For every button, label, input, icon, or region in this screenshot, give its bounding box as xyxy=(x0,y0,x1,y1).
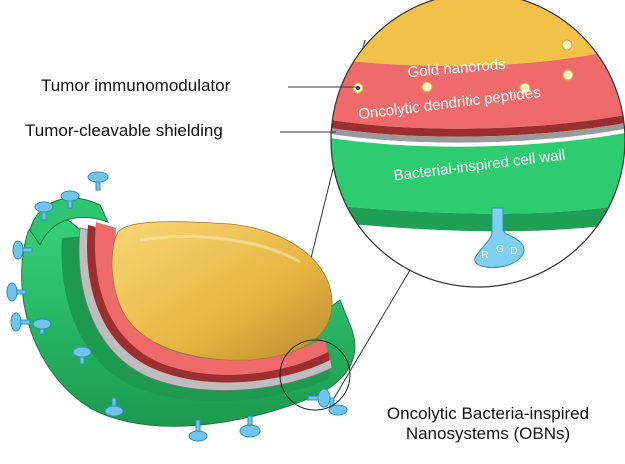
ligand-icon xyxy=(32,318,52,335)
ligand-icon xyxy=(12,240,33,260)
ligand-icon xyxy=(87,171,109,191)
ligand-icon xyxy=(10,312,31,332)
ligand-icon xyxy=(239,415,261,438)
label-obn: Oncolytic Bacteria-inspired Nanosystems … xyxy=(357,404,619,444)
dark-red-band xyxy=(87,225,331,383)
gold-dot xyxy=(519,82,531,94)
ligand-icon xyxy=(6,282,27,302)
gold-nanorod-core xyxy=(111,221,333,361)
ligand-icon xyxy=(104,397,124,417)
ligand-letter-g: G xyxy=(496,244,504,255)
peptide-band xyxy=(94,222,328,375)
gold-dot xyxy=(561,39,573,51)
zoom-shield-layer xyxy=(331,118,625,143)
bacterium xyxy=(21,197,356,427)
zoom-view: Gold nanorods Oncolytic dendritic peptid… xyxy=(330,0,625,288)
zoom-peptide-layer xyxy=(331,40,625,129)
label-tumor-cleavable-shielding: Tumor-cleavable shielding xyxy=(25,121,223,140)
gold-dot xyxy=(421,81,433,93)
ligand-icon xyxy=(60,190,80,209)
ligand-icon xyxy=(328,397,348,416)
ligand-icon xyxy=(72,346,92,365)
zoom-dark-red-layer xyxy=(331,110,625,137)
zoom-circle-outline xyxy=(330,0,625,288)
label-obn-line1: Oncolytic Bacteria-inspired xyxy=(386,404,590,423)
surface-ligands xyxy=(6,171,348,442)
label-obn-line2: Nanosystems (OBNs) xyxy=(405,424,571,443)
gold-dot xyxy=(562,69,574,81)
rgd-ligand xyxy=(474,207,525,269)
ligand-icon xyxy=(34,201,54,221)
zoom-source-circle xyxy=(279,339,351,411)
ligand-letter-r: R xyxy=(481,250,488,261)
label-tumor-immunomodulator: Tumor immunomodulator xyxy=(41,76,231,95)
zoom-connector-bottom xyxy=(329,269,411,406)
ligand-letter-d: D xyxy=(510,246,517,257)
zoom-cell-wall-layer xyxy=(331,128,625,214)
ligand-icon xyxy=(307,388,331,408)
ligand-icon xyxy=(188,419,208,442)
